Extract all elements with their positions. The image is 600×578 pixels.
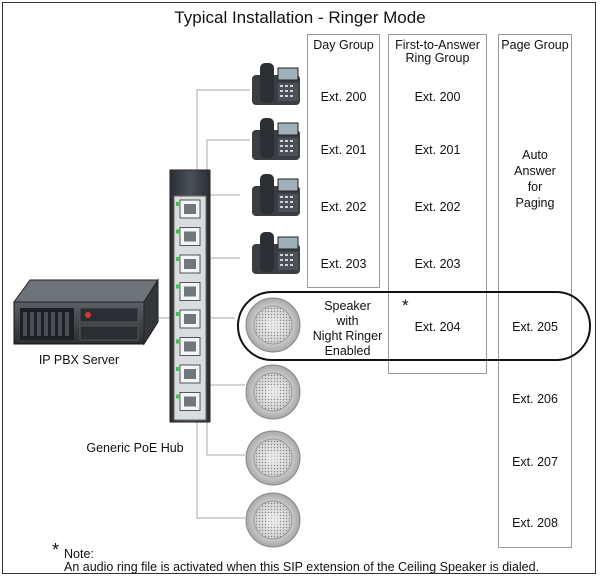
hub-port-led [176, 339, 179, 344]
hub-port-led [176, 202, 179, 206]
first-to-answer-ext: Ext. 204 [414, 320, 461, 334]
hub-port-jack [184, 286, 196, 297]
hub-port-led [176, 312, 179, 316]
ip-phone-200 [251, 62, 301, 106]
auto-answer-line: Paging [515, 196, 555, 210]
first-to-answer-header-line2: Ring Group [405, 51, 470, 65]
hub-port-led [176, 284, 179, 289]
day-group-column [307, 34, 380, 288]
asterisk-marker: * [402, 296, 409, 315]
hub-port-led [176, 257, 179, 261]
ip-phone-203 [251, 231, 301, 275]
ip-pbx-server-device [13, 278, 159, 346]
hub-port-jack [184, 341, 196, 352]
ceiling-speaker-208 [245, 492, 301, 548]
ceiling-speaker-204 [245, 297, 301, 353]
hub-port-jack [184, 314, 196, 324]
ceiling-speaker-206 [245, 364, 301, 420]
hub-port-jack [184, 231, 196, 242]
first-to-answer-ext: Ext. 200 [414, 90, 461, 104]
note-text: An audio ring file is activated when thi… [64, 560, 540, 574]
hub-port-jack [184, 369, 196, 379]
page-group-header: Page Group [501, 38, 569, 52]
diagram-frame [2, 2, 596, 574]
note-label: Note: [64, 547, 94, 561]
day-group-ext: Ext. 201 [320, 143, 367, 157]
ip-phone-201 [251, 117, 301, 161]
auto-answer-line: for [527, 180, 543, 194]
speaker-label-line: Enabled [324, 344, 371, 358]
page-group-ext: Ext. 206 [512, 392, 558, 406]
hub-port-led [176, 229, 179, 234]
hub-port-jack [184, 204, 196, 214]
auto-answer-line: Answer [514, 164, 556, 178]
ceiling-speaker-207 [245, 430, 301, 486]
night-ringer-highlight [237, 291, 591, 361]
speaker-label-line: with [336, 314, 359, 328]
day-group-ext: Ext. 203 [320, 257, 367, 271]
first-to-answer-ext: Ext. 202 [414, 200, 461, 214]
speaker-label-line: Speaker [324, 299, 371, 313]
first-to-answer-column [388, 34, 487, 374]
first-to-answer-header-line1: First-to-Answer [395, 38, 480, 52]
day-group-header: Day Group [313, 38, 374, 52]
note-asterisk: * [52, 540, 60, 560]
first-to-answer-ext: Ext. 201 [414, 143, 461, 157]
ip-phone-202 [251, 173, 301, 217]
auto-answer-line: Auto [522, 148, 548, 162]
day-group-ext: Ext. 200 [320, 90, 367, 104]
day-group-ext: Ext. 202 [320, 200, 367, 214]
hub-label: Generic PoE Hub [86, 441, 184, 455]
page-group-ext: Ext. 205 [512, 320, 558, 334]
poe-hub-device [169, 169, 211, 423]
page-group-ext: Ext. 207 [512, 455, 558, 469]
hub-port-jack [184, 259, 196, 269]
first-to-answer-ext: Ext. 203 [414, 257, 461, 271]
hub-port-jack [184, 396, 196, 407]
speaker-label-line: Night Ringer [312, 329, 383, 343]
page-group-ext: Ext. 208 [512, 516, 558, 530]
diagram-title: Typical Installation - Ringer Mode [174, 8, 426, 27]
hub-port-led [176, 394, 179, 399]
hub-port-led [176, 367, 179, 371]
server-label: IP PBX Server [38, 353, 120, 367]
